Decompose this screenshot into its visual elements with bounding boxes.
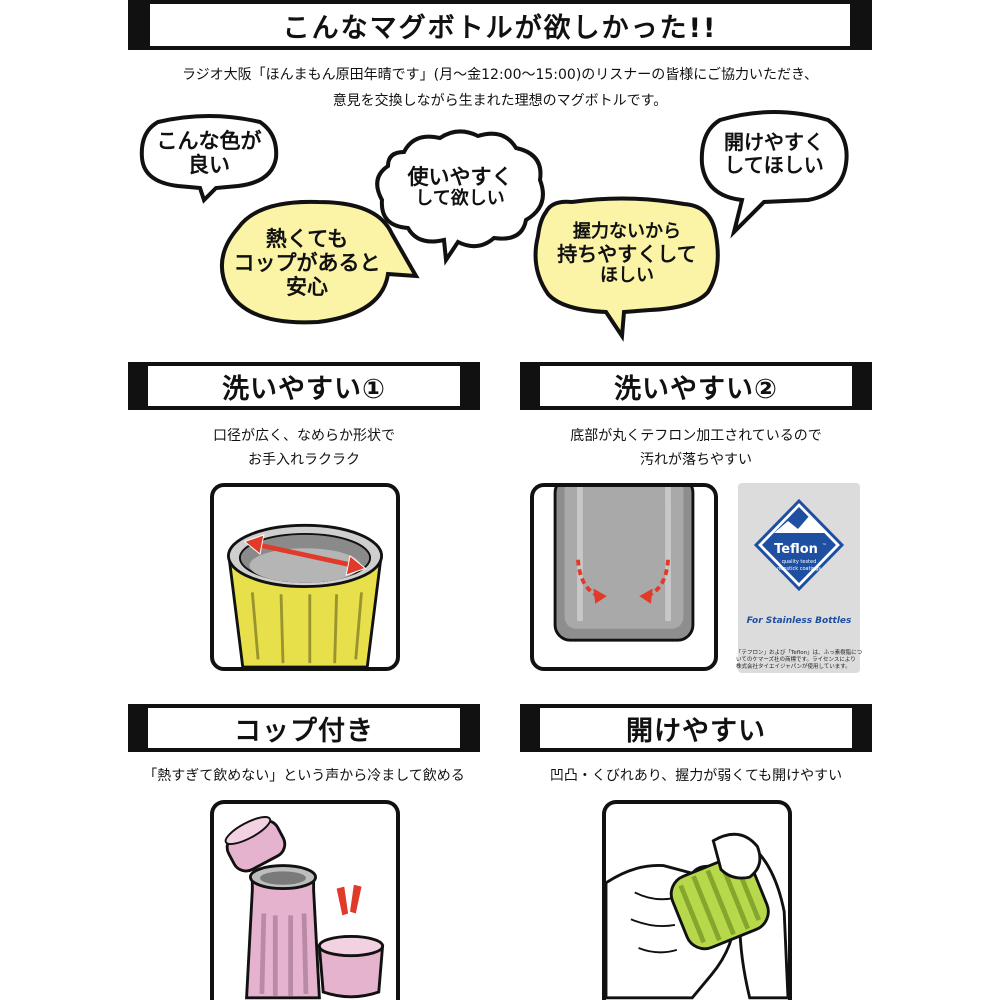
desc-line-1: 凹凸・くびれあり、握力が弱くても開けやすい [549, 768, 843, 784]
teflon-tagline-1: quality tested [782, 559, 817, 565]
teflon-tm: ™ [822, 543, 827, 549]
section-header-easy-open: 開けやすい [520, 704, 872, 752]
bubble-cup-line-1: 熱くても [265, 226, 349, 251]
section-title-easy-open: 開けやすい [626, 715, 766, 747]
bubble-usability-line-2: して欲しい [415, 187, 505, 209]
bubble-usability: 使いやすく して欲しい [374, 128, 546, 266]
desc-line-1: 口径が広く、なめらか形状で [213, 428, 395, 444]
bubble-usability-line-1: 使いやすく [407, 164, 513, 189]
image-cup-attached [210, 800, 400, 1000]
desc-line-2: 汚れが落ちやすい [640, 452, 752, 468]
image-wide-mouth [210, 483, 400, 671]
teflon-badge: Teflon ™ quality tested nonstick coating… [738, 483, 860, 673]
section-title-easy-wash-2: 洗いやすい② [614, 373, 778, 405]
bubble-grip-line-2: 持ちやすくして [557, 241, 697, 266]
intro-text: ラジオ大阪「ほんまもん原田年晴です」(月〜金12:00〜15:00)のリスナーの… [120, 62, 880, 114]
section-header-easy-wash-1: 洗いやすい① [128, 362, 480, 410]
desc-line-2: お手入れラクラク [248, 452, 360, 468]
intro-line-2: 意見を交換しながら生まれた理想のマグボトルです。 [332, 93, 668, 109]
section-header-easy-wash-2: 洗いやすい② [520, 362, 872, 410]
section-header-cup: コップ付き [128, 704, 480, 752]
page-title-band: こんなマグボトルが欲しかった!! [128, 0, 872, 50]
bubble-opening-line-1: 開けやすく [724, 130, 824, 154]
bubble-color: こんな色が 良い [138, 114, 280, 204]
bubble-opening: 開けやすく してほしい [698, 108, 850, 239]
intro-line-1: ラジオ大阪「ほんまもん原田年晴です」(月〜金12:00〜15:00)のリスナーの… [181, 67, 819, 83]
page-title: こんなマグボトルが欲しかった!! [282, 12, 718, 44]
bubble-cup: 熱くても コップがあると 安心 [218, 198, 420, 328]
section-desc-easy-wash-1: 口径が広く、なめらか形状で お手入れラクラク [128, 424, 480, 472]
bubble-color-line-1: こんな色が [156, 128, 262, 153]
image-round-bottom [530, 483, 718, 671]
section-title-cup: コップ付き [234, 715, 374, 747]
teflon-caption: For Stainless Bottles [747, 616, 852, 626]
teflon-brand: Teflon [774, 542, 818, 557]
curved-arrow-icon [576, 559, 670, 604]
section-desc-easy-open: 凹凸・くびれあり、握力が弱くても開けやすい [520, 764, 872, 788]
bubble-grip-line-1: 握力ないから [573, 220, 681, 242]
teflon-tagline-2: nonstick coatings [777, 566, 821, 572]
desc-line-1: 底部が丸くテフロン加工されているので [570, 428, 822, 444]
bubble-cup-line-2: コップがあると [233, 250, 381, 275]
teflon-note-line-2: 株式会社タイエイジャパンが使用しています。 [736, 664, 851, 670]
section-desc-cup: 「熱すぎて飲めない」という声から冷まして飲める [120, 764, 488, 788]
desc-line-1: 「熱すぎて飲めない」という声から冷まして飲める [143, 768, 465, 784]
bubble-grip: 握力ないから 持ちやすくして ほしい [532, 196, 722, 342]
bubble-grip-line-3: ほしい [600, 264, 654, 286]
section-desc-easy-wash-2: 底部が丸くテフロン加工されているので 汚れが落ちやすい [520, 424, 872, 472]
bubble-cup-line-3: 安心 [286, 275, 328, 300]
teflon-logo-icon: Teflon ™ quality tested nonstick coating… [747, 498, 852, 626]
alert-mark-icon [336, 884, 362, 916]
bubble-opening-line-2: してほしい [724, 153, 824, 177]
bubble-color-line-2: 良い [188, 153, 230, 177]
teflon-trademark-note: 「テフロン」および「Teflon」は、ふっ素樹脂についてのケマーズ社の商標です。… [736, 650, 864, 671]
image-easy-open [602, 800, 792, 1000]
teflon-note-line-1: 「テフロン」および「Teflon」は、ふっ素樹脂についてのケマーズ社の商標です。… [736, 650, 863, 663]
section-title-easy-wash-1: 洗いやすい① [222, 373, 386, 405]
double-arrow-icon [243, 534, 367, 576]
